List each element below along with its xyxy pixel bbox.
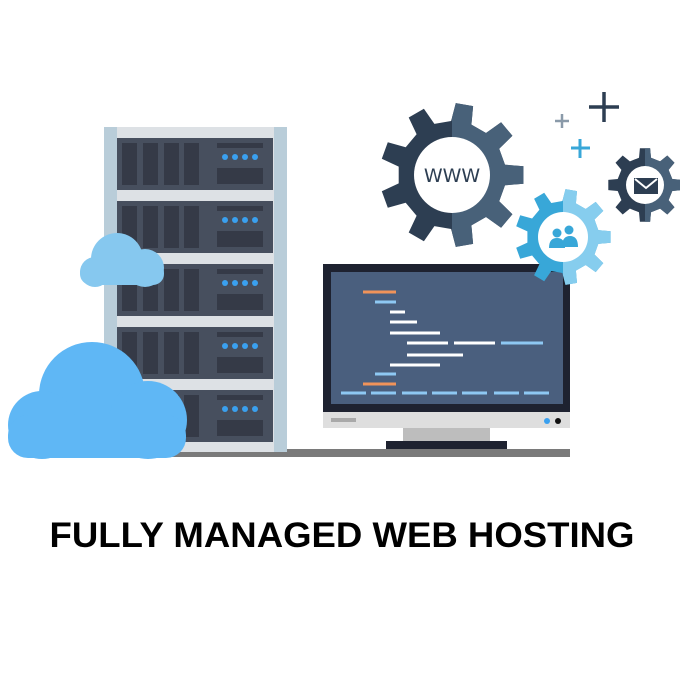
gear-users (516, 189, 611, 285)
status-led-icon (232, 343, 238, 349)
code-line (375, 300, 396, 304)
code-line (501, 341, 543, 345)
status-led-icon (242, 217, 248, 223)
code-line (390, 310, 405, 314)
monitor-bezel (323, 412, 570, 428)
monitor-base (386, 441, 507, 449)
drive-slot (122, 143, 137, 185)
code-line (363, 382, 396, 386)
unit-panel (217, 357, 263, 373)
drive-slot (184, 332, 199, 374)
ground-line (150, 449, 570, 457)
code-line (462, 391, 487, 395)
status-led-icon (222, 217, 228, 223)
status-led-icon (252, 406, 258, 412)
monitor-stand (403, 428, 490, 441)
status-led-icon (242, 343, 248, 349)
unit-label-bar (217, 269, 263, 274)
plus-icon-blue (571, 139, 590, 158)
unit-panel (217, 420, 263, 436)
code-line (524, 391, 549, 395)
monitor-screen (331, 272, 563, 404)
status-led-icon (222, 280, 228, 286)
cloud-big (8, 342, 187, 459)
code-line (402, 391, 427, 395)
envelope-icon (634, 178, 658, 194)
unit-label-bar (217, 395, 263, 400)
gear-www (381, 103, 524, 247)
code-line (341, 391, 366, 395)
code-line (363, 290, 396, 294)
code-line (371, 391, 396, 395)
code-line (494, 391, 519, 395)
status-led-icon (222, 406, 228, 412)
gear-center (414, 137, 490, 213)
code-line (454, 341, 495, 345)
server-unit (117, 201, 273, 253)
unit-label-bar (217, 143, 263, 148)
code-line (390, 320, 417, 324)
status-led-icon (232, 280, 238, 286)
drive-slot (143, 332, 158, 374)
power-led-icon (544, 418, 550, 424)
www-label: WWW (424, 165, 481, 187)
drive-slot (184, 143, 199, 185)
unit-panel (217, 294, 263, 310)
unit-label-bar (217, 332, 263, 337)
drive-slot (184, 206, 199, 248)
server-unit (117, 138, 273, 190)
unit-panel (217, 231, 263, 247)
code-lines (341, 290, 549, 395)
bezel-label-bar (331, 418, 356, 422)
drive-slot (143, 206, 158, 248)
status-led-icon (232, 217, 238, 223)
drive-slot (164, 206, 179, 248)
code-line (407, 341, 448, 345)
drive-slot (164, 143, 179, 185)
drive-slot (184, 269, 199, 311)
drive-slot (164, 332, 179, 374)
server-unit (117, 327, 273, 379)
unit-label-bar (217, 206, 263, 211)
code-line (375, 372, 396, 376)
status-led-icon (232, 406, 238, 412)
users-group-icon (549, 225, 578, 248)
status-led-icon (242, 280, 248, 286)
drive-slot (164, 269, 179, 311)
code-line (390, 363, 440, 367)
gear-center (538, 212, 588, 262)
drive-slot (184, 395, 199, 437)
code-line (390, 331, 440, 335)
status-led-icon (232, 154, 238, 160)
status-led-icon (252, 343, 258, 349)
cloud-small (80, 233, 164, 287)
rack-post-right (274, 127, 287, 452)
code-line (432, 391, 457, 395)
status-led-icon (222, 343, 228, 349)
drive-slot (143, 143, 158, 185)
power-button-icon (555, 418, 561, 424)
status-led-icon (242, 406, 248, 412)
plus-icon-dark (589, 92, 619, 122)
monitor (323, 264, 570, 449)
status-led-icon (242, 154, 248, 160)
status-led-icon (252, 217, 258, 223)
code-line (407, 353, 463, 357)
headline: FULLY MANAGED WEB HOSTING (50, 516, 635, 555)
status-led-icon (252, 154, 258, 160)
status-led-icon (222, 154, 228, 160)
gears (381, 103, 680, 285)
unit-panel (217, 168, 263, 184)
plus-icon-gray (555, 114, 569, 128)
status-led-icon (252, 280, 258, 286)
